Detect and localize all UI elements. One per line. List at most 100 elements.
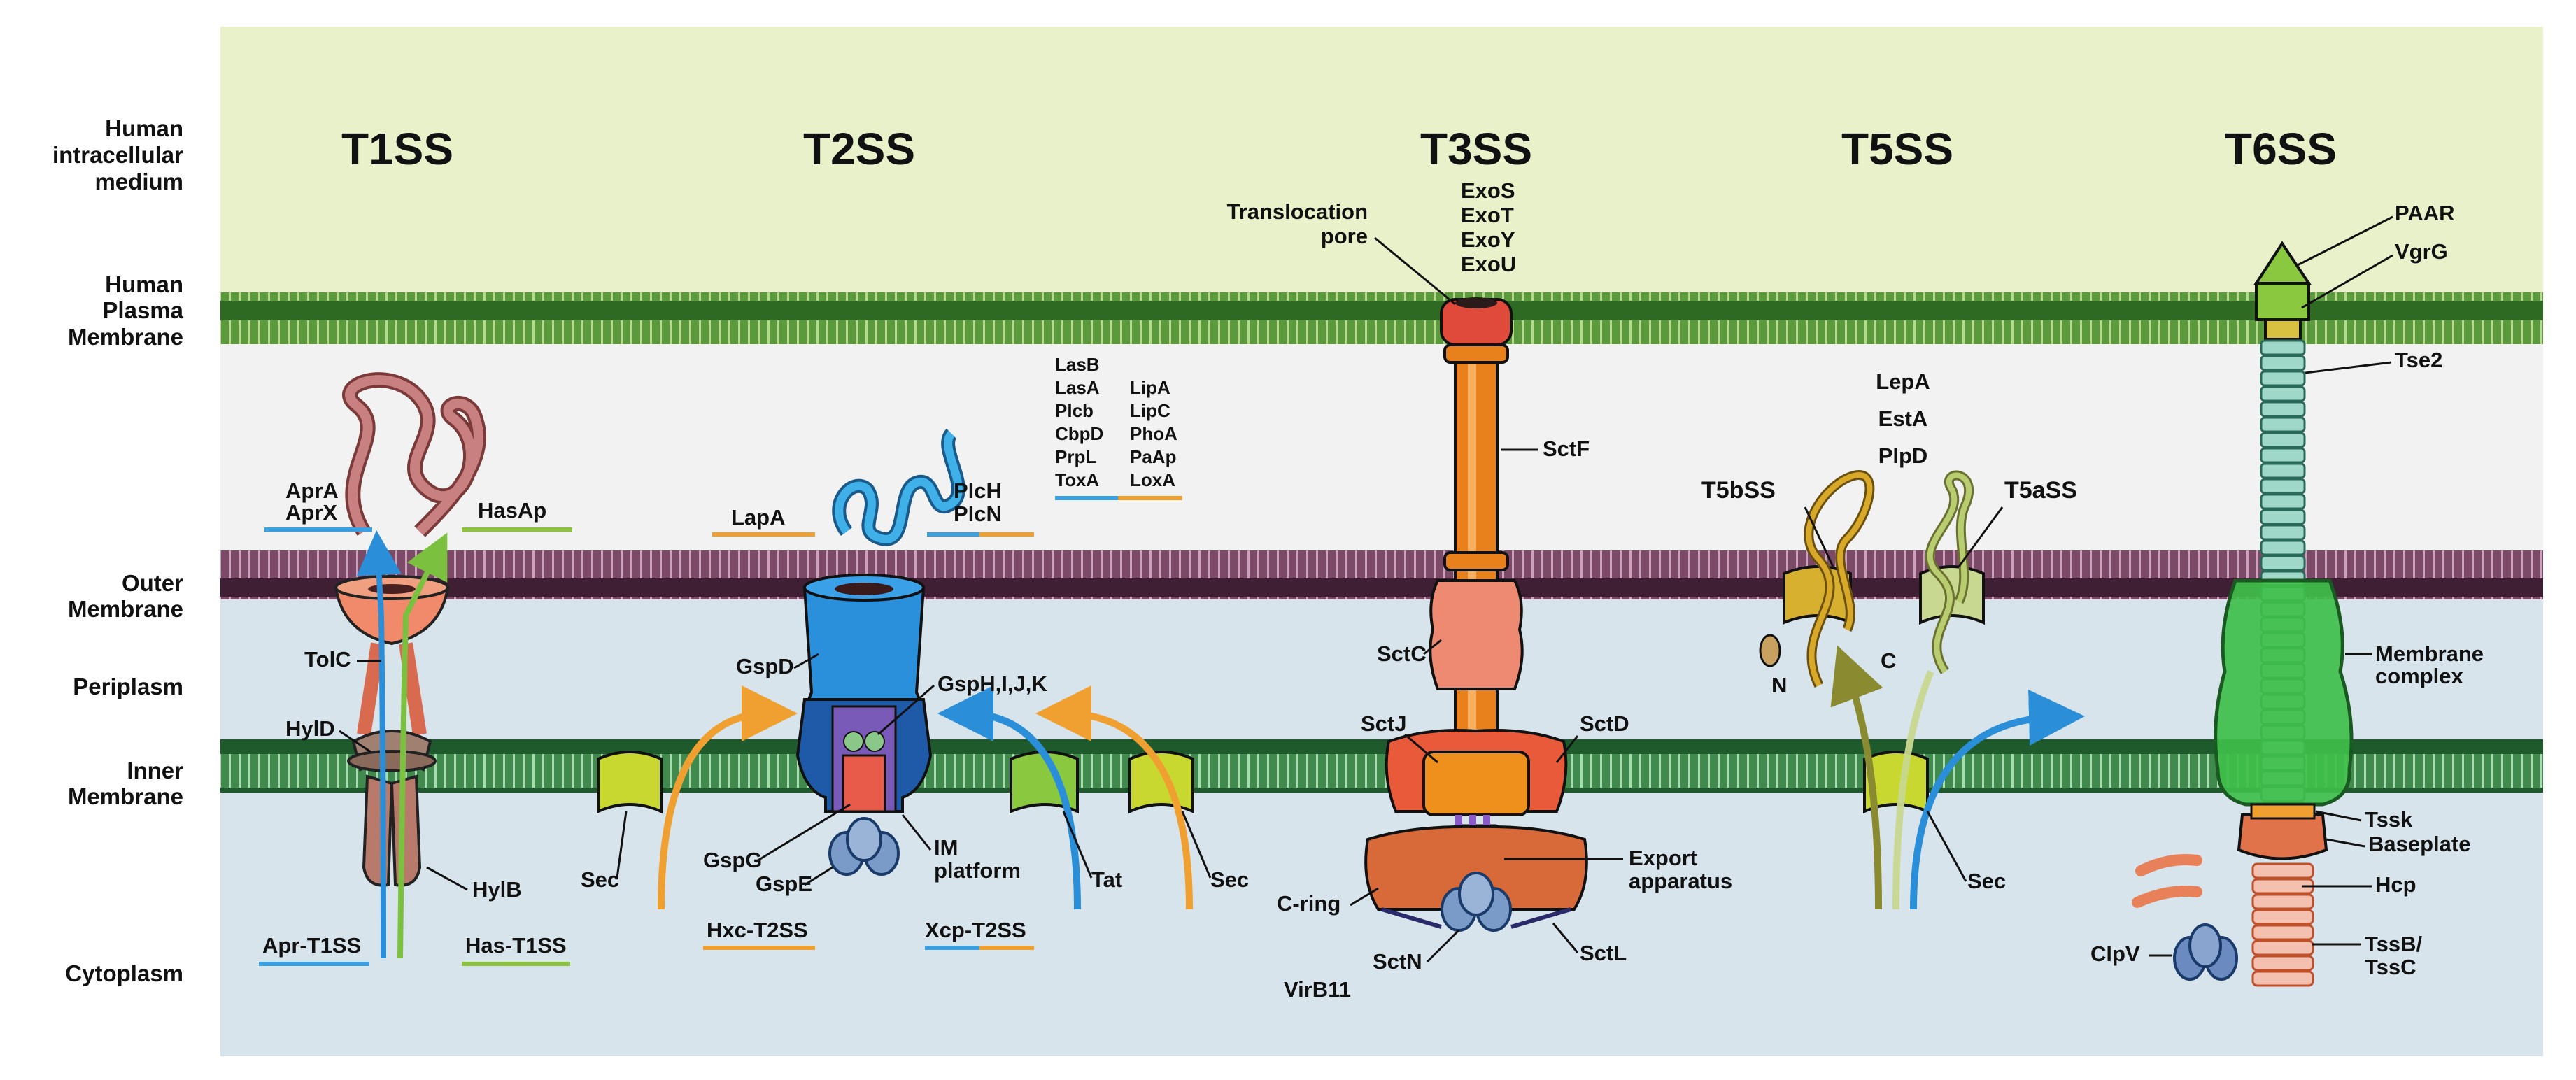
tube-segment [2260, 493, 2306, 510]
outer-membrane-band [220, 550, 2543, 599]
sheath-segment [2251, 955, 2314, 972]
sheath-segment [2251, 893, 2314, 910]
tolc-label: TolC [304, 647, 351, 672]
pore-label: pore [1321, 224, 1368, 248]
gspd-label: GspD [736, 654, 794, 678]
im-label: IM [934, 835, 958, 860]
substrate-lipa: LipA [1130, 377, 1170, 398]
substrate-plcb: Plcb [1055, 400, 1094, 421]
translocation-label: Translocation [1226, 199, 1368, 224]
sctc-secretin [1429, 579, 1524, 690]
t2ss-sec-left [597, 751, 663, 814]
hylb-transporter [362, 774, 422, 887]
t3ss-title: T3SS [1420, 124, 1532, 174]
substrate-toxa: ToxA [1055, 469, 1099, 490]
tube-segment [2260, 355, 2306, 371]
tube-segment [2260, 370, 2306, 387]
substrate-paap: PaAp [1130, 446, 1176, 467]
t2ss-title: T2SS [803, 124, 915, 174]
sheath-segment [2251, 939, 2314, 956]
c-ring [1364, 825, 1588, 911]
region-inner-line1: Inner [127, 758, 183, 783]
t1ss-title: T1SS [341, 124, 453, 174]
sheath-segment [2251, 970, 2314, 987]
platform-label: platform [934, 858, 1021, 883]
sctd-label: SctD [1580, 711, 1629, 736]
paar-label: PAAR [2395, 201, 2455, 225]
gspe-label: GspE [756, 872, 812, 896]
tube-segment [2260, 385, 2306, 402]
t6ss-title: T6SS [2225, 124, 2337, 174]
tube-segment [2260, 462, 2306, 479]
region-intracellular-line2: intracellular [52, 142, 183, 168]
tube-segment [2260, 416, 2306, 433]
t1ss-labels: AprA AprX HasAp TolC HylD HylB Apr-T1SS … [259, 478, 572, 966]
region-intracellular-line3: medium [94, 169, 183, 194]
hylb-label: HylB [472, 877, 522, 902]
baseplate [2237, 813, 2328, 860]
c-ring-label: C-ring [1277, 891, 1340, 916]
region-outer-line2: Membrane [68, 596, 183, 622]
t5bss-label: T5bSS [1701, 477, 1776, 504]
inner-membrane-band [220, 739, 2543, 793]
tube-segment [2260, 339, 2306, 356]
hyld-label: HylD [285, 716, 335, 741]
apra-label: AprA [285, 478, 339, 503]
plch-label: PlcH [954, 478, 1002, 503]
xcp-t2ss-label: Xcp-T2SS [925, 918, 1026, 942]
t1ss-apparatus [334, 372, 486, 959]
sheath-segment [2251, 862, 2314, 879]
tssb-label: TssB/ [2365, 932, 2423, 956]
substrate-lasa: LasA [1055, 377, 1100, 398]
export-label: Export [1629, 846, 1697, 870]
effector-exou: ExoU [1461, 252, 1516, 276]
plasma-membrane-band [220, 292, 2543, 344]
tat-label: Tat [1091, 867, 1122, 892]
region-cytoplasm: Cytoplasm [65, 960, 183, 986]
aprx-label: AprX [285, 500, 337, 525]
substrate-phoa: PhoA [1130, 423, 1177, 444]
region-plasma-line3: Membrane [68, 324, 183, 350]
sctl-label: SctL [1580, 941, 1627, 965]
t5ss-labels: LepA EstA PlpD T5bSS T5aSS N C Sec [1701, 369, 2077, 893]
substrate-prpl: PrpL [1055, 446, 1096, 467]
sheath-segment [2251, 909, 2314, 925]
tssk-label: Tssk [2365, 807, 2413, 832]
c-terminus-label: C [1881, 648, 1896, 673]
substrate-lipc: LipC [1130, 400, 1170, 421]
t2ss-substrates-left: LasB LasA Plcb CbpD PrpL ToxA [1055, 354, 1103, 490]
virb11-label: VirB11 [1284, 977, 1351, 1002]
tube-segment [2260, 509, 2306, 525]
t2ss-apparatus [597, 428, 1194, 910]
t6ss-labels: PAAR VgrG Tse2 Membrane complex Tssk Bas… [2090, 201, 2484, 979]
complex-label: complex [2375, 664, 2464, 688]
substrate-lasb: LasB [1055, 354, 1100, 375]
substrate-lepa: LepA [1876, 369, 1930, 394]
tse2-label: Tse2 [2395, 348, 2442, 372]
substrate-cbpd: CbpD [1055, 423, 1103, 444]
plcn-label: PlcN [954, 502, 1002, 526]
gsphijk-label: GspH,I,J,K [937, 672, 1047, 696]
sctf-label: SctF [1543, 436, 1590, 461]
cytoplasm-region [220, 793, 2543, 1056]
apparatus-label: apparatus [1629, 869, 1732, 893]
t6ss-membrane-complex [2214, 578, 2354, 807]
clpv-label: ClpV [2090, 942, 2140, 966]
vgrg-spike [2255, 282, 2310, 321]
region-labels: Human intracellular medium Human Plasma … [52, 115, 184, 986]
t3ss-apparatus [1364, 297, 1588, 932]
sec-right-label: Sec [1210, 867, 1249, 892]
apr-t1ss-label: Apr-T1SS [262, 933, 361, 958]
sctc-label: SctC [1377, 641, 1427, 666]
region-plasma-line2: Plasma [102, 297, 183, 323]
n-terminus-label: N [1771, 673, 1787, 697]
tube-segment [2260, 555, 2306, 571]
tssc-label: TssC [2365, 955, 2416, 979]
tssbc-disassembled-1 [2135, 854, 2202, 876]
vgrg-label: VgrG [2395, 239, 2448, 264]
t5ass-label: T5aSS [2004, 477, 2077, 504]
membrane-label: Membrane [2375, 641, 2484, 666]
t6ss-apparatus [2132, 241, 2354, 987]
tube-segment [2260, 478, 2306, 495]
